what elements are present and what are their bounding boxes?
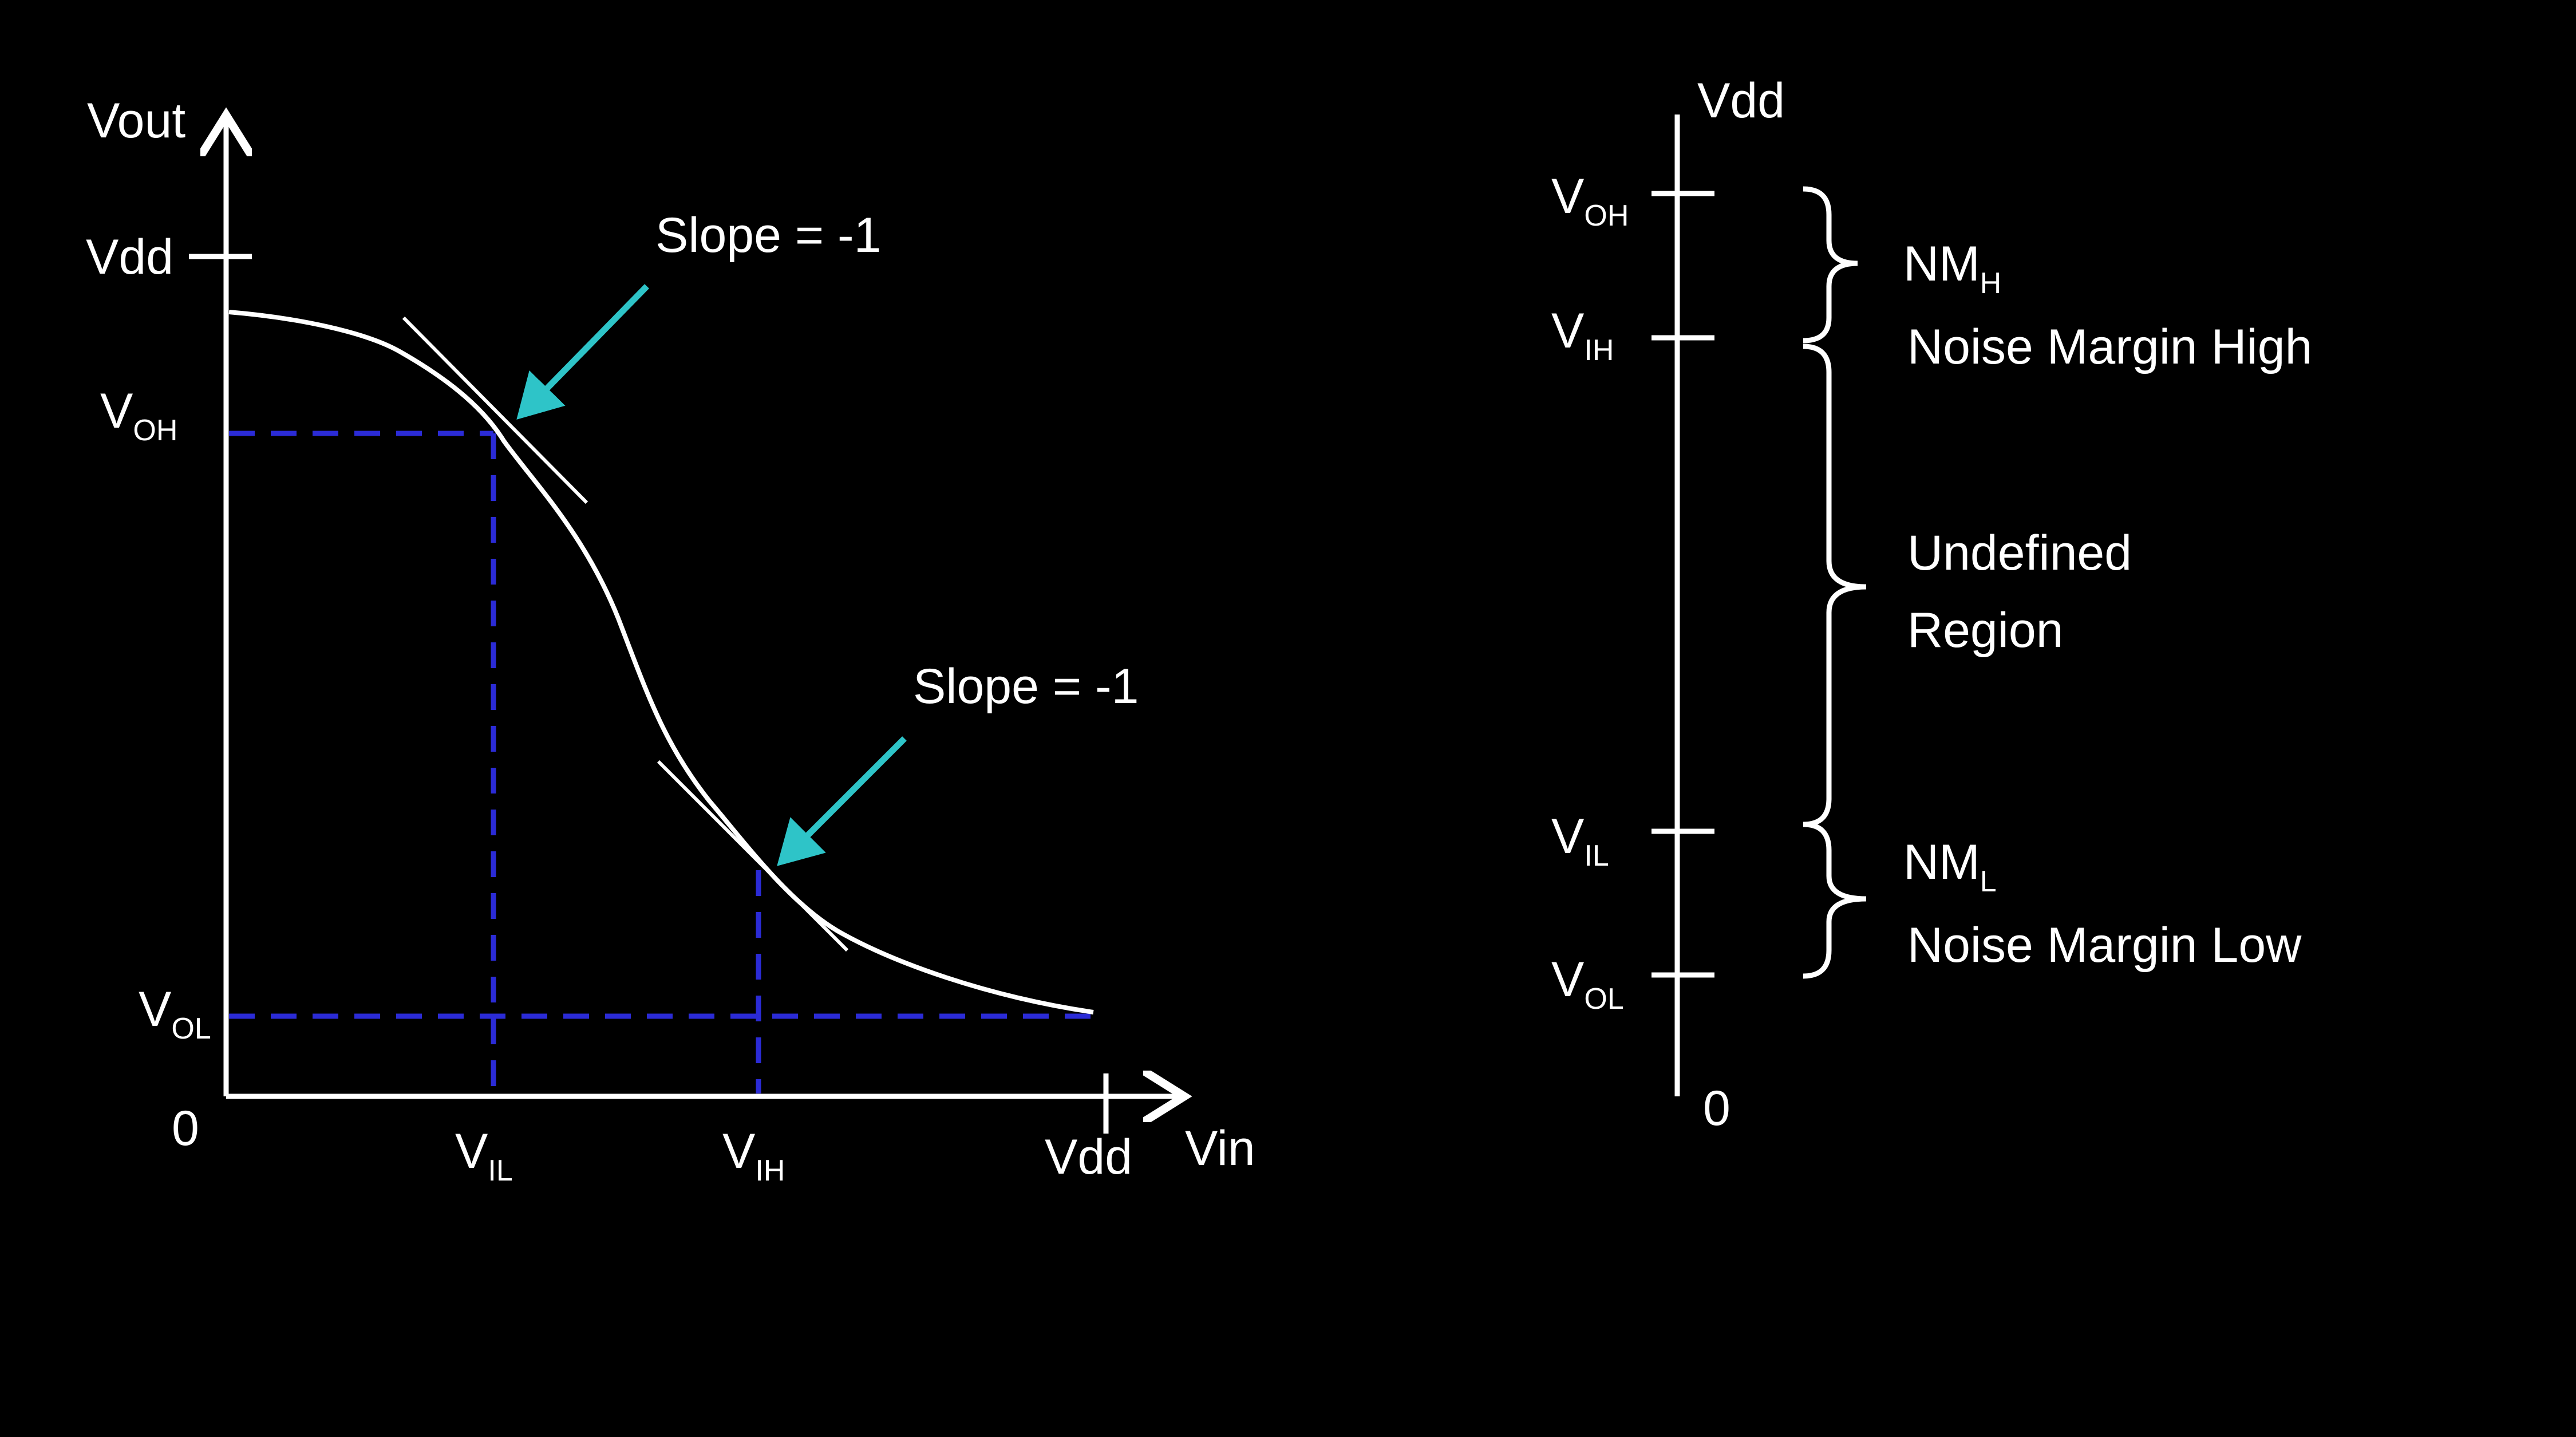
slope-arrow-top [516, 284, 649, 420]
dashed-guides [229, 431, 1093, 1093]
voh-main: V [100, 384, 133, 439]
scale-bottom-label: 0 [1703, 1081, 1730, 1136]
nmh-label: NMH [1903, 236, 2001, 300]
vih-sub: IH [755, 1154, 785, 1187]
slope-label-bottom: Slope = -1 [913, 659, 1139, 714]
nmh-sub: H [1980, 267, 2002, 300]
scale-vil-main: V [1551, 809, 1584, 864]
scale-vil-label: VIL [1551, 809, 1609, 873]
nmh-brace [1803, 186, 1858, 344]
slope-label-top: Slope = -1 [655, 208, 881, 263]
vtc-curve [228, 310, 1094, 1014]
tangent-line-bottom [657, 760, 849, 952]
scale-vol-label: VOL [1551, 952, 1624, 1016]
x-axis-label: Vin [1185, 1121, 1255, 1176]
nml-sub: L [1980, 865, 1997, 898]
scale-vil-sub: IL [1584, 839, 1609, 873]
y-axis-label: Vout [87, 93, 185, 148]
undefined-brace [1803, 344, 1867, 827]
vih-main: V [722, 1124, 755, 1179]
undefined-line-2: Region [1907, 603, 2064, 658]
scale-voh-label: VOH [1551, 169, 1629, 232]
undefined-line-1: Undefined [1907, 526, 2132, 581]
scale-vih-label: VIH [1551, 303, 1614, 367]
nml-label: NML [1903, 835, 1997, 898]
scale-top-label: Vdd [1697, 73, 1785, 128]
voh-label: VOH [100, 384, 177, 447]
scale-voh-main: V [1551, 169, 1584, 224]
y-vdd-label: Vdd [86, 230, 173, 285]
nmh-description: Noise Margin High [1907, 319, 2312, 374]
scale-voh-sub: OH [1584, 199, 1629, 232]
vil-main: V [455, 1124, 488, 1179]
noise-margin-scale: Vdd 0 VOH VIH VIL VOL NMH Noise Margin H… [1551, 73, 2312, 1136]
scale-vih-main: V [1551, 303, 1584, 358]
nml-description: Noise Margin Low [1907, 918, 2302, 973]
vil-label: VIL [455, 1124, 513, 1187]
nml-brace [1803, 822, 1867, 979]
vol-sub: OL [171, 1012, 211, 1045]
vih-label: VIH [722, 1124, 785, 1187]
vol-main: V [139, 982, 171, 1037]
vil-sub: IL [488, 1154, 512, 1187]
x-vdd-label: Vdd [1045, 1130, 1132, 1185]
slope-arrow-bottom [777, 736, 907, 866]
vtc-plot: Vout Vdd VOH VOL 0 VIL VIH Vdd Vin Slope… [86, 93, 1255, 1187]
vol-label: VOL [139, 982, 211, 1045]
voh-sub: OH [133, 414, 177, 447]
scale-vol-sub: OL [1584, 982, 1623, 1016]
nmh-main: NM [1903, 236, 1980, 291]
tangent-line-top [402, 316, 588, 504]
scale-vih-sub: IH [1584, 334, 1614, 367]
nml-main: NM [1903, 835, 1980, 890]
scale-vol-main: V [1551, 952, 1584, 1007]
origin-label: 0 [172, 1101, 199, 1156]
